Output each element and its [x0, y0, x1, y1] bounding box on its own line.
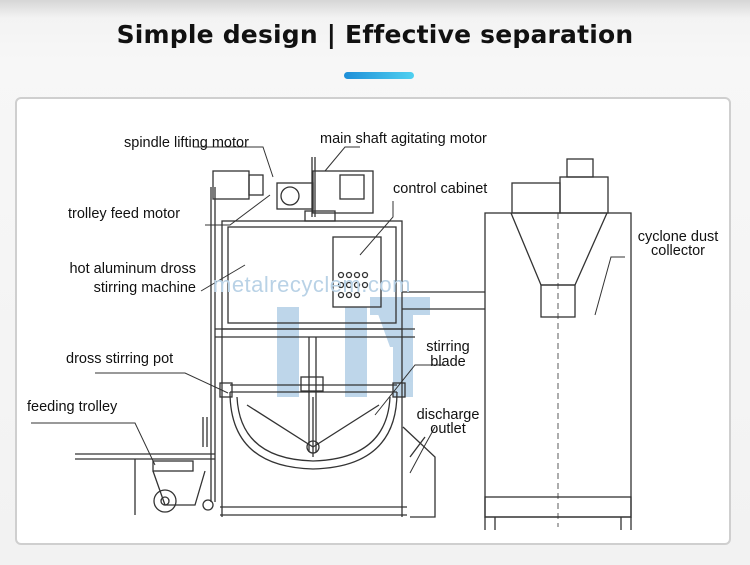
leader-stirring-blade: [374, 364, 445, 416]
feeding-trolley: [75, 417, 215, 515]
label-dross-stirring-pot: dross stirring pot: [66, 351, 174, 367]
machine-diagram: [31, 146, 632, 530]
leader-feeding-trolley: [31, 422, 156, 466]
machine-linework: [31, 146, 632, 530]
label-feeding-trolley: feeding trolley: [27, 399, 118, 415]
leader-control-cabinet: [359, 201, 394, 256]
leader-lines: [31, 146, 625, 474]
watermark-text: metalrecyclem.com: [213, 272, 411, 297]
label-hot-aluminum-dross-2: stirring machine: [93, 280, 196, 296]
page-title: Simple design | Effective separation: [116, 20, 634, 49]
label-cyclone-dust-collector-2: collector: [651, 243, 705, 259]
label-hot-aluminum-dross-1: hot aluminum dross: [69, 261, 196, 277]
cyclone-dust-collector: [484, 158, 632, 530]
label-main-shaft-agitating-motor: main shaft agitating motor: [320, 131, 487, 147]
duct: [402, 291, 485, 310]
motor-assembly: [212, 157, 374, 222]
leader-dross-pot: [95, 372, 229, 394]
dross-stirring-pot: [219, 337, 406, 470]
leader-cyclone: [594, 256, 625, 316]
watermark-logo: [277, 297, 430, 397]
title-accent-bar: [344, 72, 414, 79]
label-discharge-outlet-2: outlet: [430, 421, 466, 437]
discharge-chute: [402, 426, 436, 518]
leader-trolley-feed-motor: [205, 194, 271, 226]
label-stirring-blade-2: blade: [430, 354, 466, 370]
leader-discharge-outlet: [409, 426, 436, 474]
leader-main-shaft-motor: [324, 146, 360, 172]
label-trolley-feed-motor: trolley feed motor: [68, 206, 181, 222]
leader-spindle-lifting-motor: [193, 146, 274, 178]
label-discharge-outlet-1: discharge: [416, 407, 480, 423]
label-spindle-lifting-motor: spindle lifting motor: [124, 135, 249, 151]
label-control-cabinet: control cabinet: [393, 181, 488, 197]
leader-hot-aluminum-dross: [200, 264, 246, 292]
label-cyclone-dust-collector-1: cyclone dust: [637, 229, 719, 245]
stirring-machine-housing: [210, 187, 415, 517]
label-stirring-blade-1: stirring: [426, 339, 470, 355]
